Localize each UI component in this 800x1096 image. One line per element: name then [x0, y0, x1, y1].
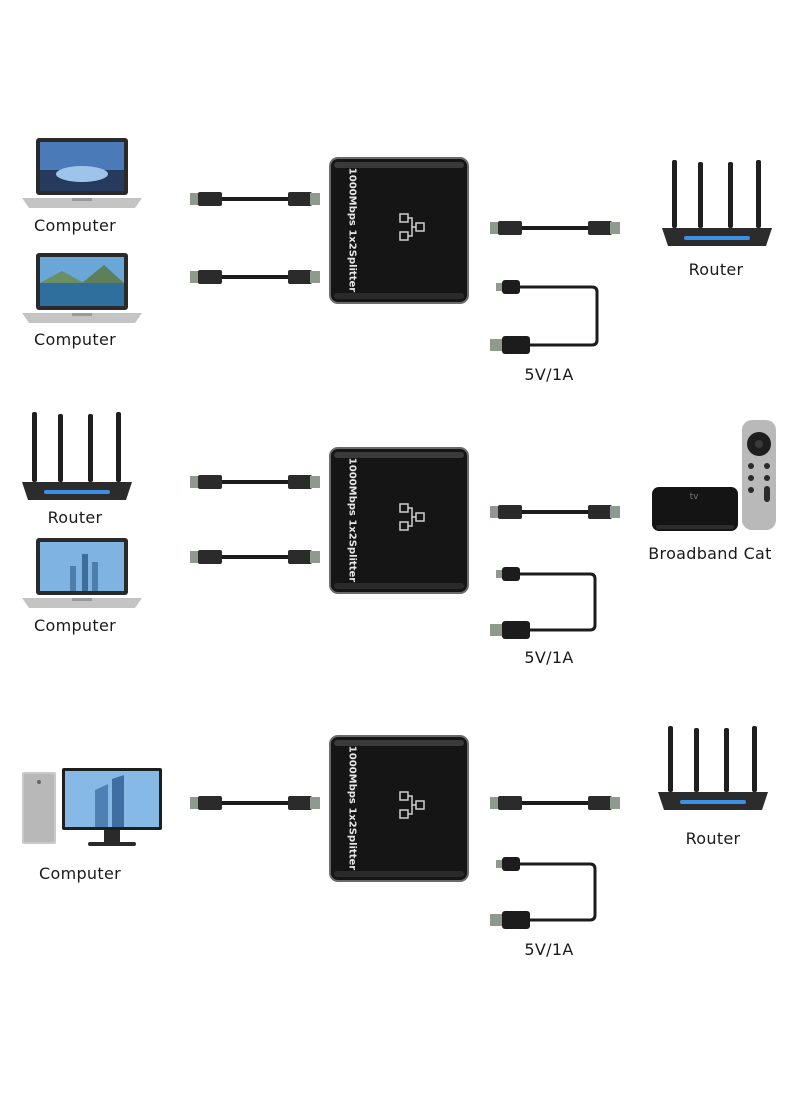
splitter-label: 1000Mbps 1x2Splitter — [346, 457, 358, 583]
splitter-label: 1000Mbps 1x2Splitter — [346, 167, 358, 293]
network-ports-icon — [399, 791, 425, 819]
ethernet-cable — [490, 505, 620, 519]
splitter-device — [329, 735, 469, 882]
ethernet-cable — [190, 475, 320, 489]
device-label: Router — [685, 829, 741, 848]
usb-power-cable — [490, 280, 599, 354]
splitter-label: 1000Mbps 1x2Splitter — [346, 745, 358, 871]
device-label: Broadband Cat — [648, 544, 772, 563]
power-label: 5V/1A — [524, 648, 574, 667]
laptop-icon — [22, 538, 142, 608]
desktop-pc-icon — [22, 768, 162, 846]
router-icon — [658, 726, 768, 810]
ethernet-cable — [190, 796, 320, 810]
device-label: Router — [688, 260, 744, 279]
device-label: Computer — [39, 864, 121, 883]
router-icon — [662, 160, 772, 246]
network-ports-icon — [399, 213, 425, 241]
device-label: Router — [47, 508, 103, 527]
svg-text:tv: tv — [690, 492, 700, 502]
tv-box-icon: tv — [652, 487, 738, 531]
ethernet-cable — [190, 192, 320, 206]
router-icon — [22, 412, 132, 500]
device-label: Computer — [34, 216, 116, 235]
ethernet-cable — [490, 221, 620, 235]
ethernet-cable — [490, 796, 620, 810]
device-label: Computer — [34, 330, 116, 349]
usb-power-cable — [490, 567, 597, 639]
usb-power-cable — [490, 857, 597, 929]
power-label: 5V/1A — [524, 940, 574, 959]
remote-control-icon — [742, 420, 776, 530]
ethernet-cable — [190, 550, 320, 564]
ethernet-cable — [190, 270, 320, 284]
laptop-icon — [22, 253, 142, 323]
splitter-device — [329, 447, 469, 594]
splitter-device — [329, 157, 469, 304]
device-label: Computer — [34, 616, 116, 635]
network-ports-icon — [399, 503, 425, 531]
laptop-icon — [22, 138, 142, 208]
power-label: 5V/1A — [524, 365, 574, 384]
